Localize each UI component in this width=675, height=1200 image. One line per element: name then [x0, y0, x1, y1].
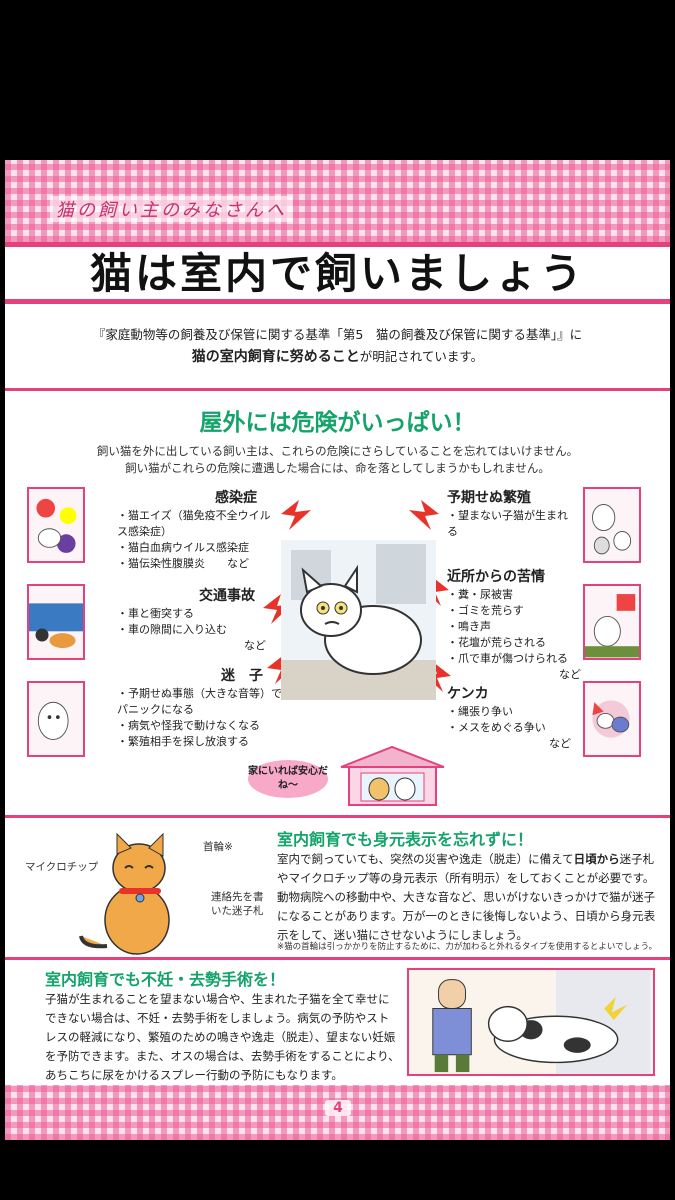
hazard-item: ゴミを荒らす	[447, 603, 587, 619]
identification-body-pre: 室内で飼っていても、突然の災害や逸走（脱走）に備えて	[277, 852, 574, 866]
identification-body: 室内で飼っていても、突然の災害や逸走（脱走）に備えて日頃から迷子札やマイクロチッ…	[277, 850, 659, 945]
breeding-illustration	[583, 487, 641, 563]
hazard-complaints: 近所からの苦情 糞・尿被害 ゴミを荒らす 鳴き声 花壇が荒らされる 爪で車が傷つ…	[447, 569, 587, 683]
hazard-item: 縄張り争い	[447, 704, 577, 720]
section-divider	[5, 388, 670, 391]
intro-line2: 猫の室内飼育に努めることが明記されています。	[5, 346, 670, 368]
hazard-item: 猫伝染性腹膜炎 など	[117, 556, 277, 572]
pamphlet-page: 猫の飼い主のみなさんへ 猫は室内で飼いましょう 『家庭動物等の飼養及び保管に関す…	[5, 160, 670, 1140]
hazard-item: 猫エイズ（猫免疫不全ウイルス感染症）	[117, 508, 277, 540]
hazard-etc: など	[244, 639, 266, 652]
section-divider	[5, 957, 670, 960]
hazard-item: 病気や怪我で動けなくなる	[117, 718, 282, 734]
hazard-item: 花壇が荒らされる	[447, 635, 587, 651]
frightened-cat-illustration	[281, 540, 436, 700]
neuter-body: 子猫が生まれることを望まない場合や、生まれた子猫を全て幸せにできない場合は、不妊…	[45, 992, 400, 1082]
label-name-tag: 連絡先を書いた迷子札	[211, 891, 264, 917]
hazard-title: 感染症	[215, 490, 257, 506]
hazard-item: 爪で車が傷つけられる	[447, 651, 587, 667]
lightning-bolt-icon	[421, 662, 451, 692]
identification-body-post: 迷子札やマイクロチップ等の身元表示（所有明示）をしておくことが必要です。動物病院…	[277, 852, 656, 942]
title-bar: 猫は室内で飼いましょう	[5, 242, 670, 304]
intro-line2-rest: が明記されています。	[359, 349, 484, 364]
lightning-bolt-icon	[263, 594, 293, 624]
page-title: 猫は室内で飼いましょう	[89, 249, 585, 298]
hazard-title: ケンカ	[447, 686, 489, 702]
page-number: 4	[325, 1100, 351, 1116]
lost-cat-illustration	[27, 681, 85, 757]
danger-note-2: 飼い猫がこれらの危険に遭遇した場合には、命を落としてしまうかもしれません。	[125, 461, 550, 475]
hazard-title: 迷 子	[221, 668, 263, 684]
gingham-header-band	[5, 160, 670, 242]
cat-with-collar-illustration	[79, 832, 170, 955]
hazard-lost: 迷 子 予期せぬ事態（大きな音等）でパニックになる 病気や怪我で動けなくなる 繁…	[117, 668, 282, 750]
hazard-title: 近所からの苦情	[447, 569, 545, 585]
hazard-etc: など	[559, 668, 581, 681]
intro-text: 『家庭動物等の飼養及び保管に関する基準「第5 猫の飼養及び保管に関する基準」』に…	[5, 324, 670, 368]
hazard-title: 予期せぬ繁殖	[447, 490, 531, 506]
hazard-item: 鳴き声	[447, 619, 587, 635]
hazard-item: メスをめぐる争い	[447, 720, 577, 736]
hazard-fight: ケンカ 縄張り争い メスをめぐる争い など	[447, 686, 577, 752]
hazard-item: 車の隙間に入り込む	[117, 622, 272, 638]
infection-illustration	[27, 487, 85, 563]
intro-emphasis: 猫の室内飼育に努めること	[191, 349, 360, 365]
lightning-bolt-icon	[409, 500, 439, 530]
hazard-etc: など	[549, 737, 571, 750]
danger-note: 飼い猫を外に出している飼い主は、これらの危険にさらしていることを忘れてはいけませ…	[5, 443, 670, 477]
section-divider	[5, 815, 670, 818]
hazard-breeding: 予期せぬ繁殖 望まない子猫が生まれる	[447, 490, 577, 540]
identification-heading: 室内飼育でも身元表示を忘れずに！	[277, 830, 534, 849]
hazard-infection: 感染症 猫エイズ（猫免疫不全ウイルス感染症） 猫白血病ウイルス感染症 猫伝染性腹…	[117, 490, 277, 572]
intro-line1: 『家庭動物等の飼養及び保管に関する基準「第5 猫の飼養及び保管に関する基準」』に	[92, 327, 583, 342]
complaints-illustration	[583, 584, 641, 660]
identification-body-bold: 日頃から	[573, 852, 620, 866]
traffic-illustration	[27, 584, 85, 660]
neuter-heading: 室内飼育でも不妊・去勢手術を！	[45, 970, 286, 989]
hazard-item: 望まない子猫が生まれる	[447, 508, 577, 540]
fight-illustration	[583, 681, 641, 757]
danger-heading: 屋外には危険がいっぱい！	[199, 410, 476, 436]
page-subtitle: 猫の飼い主のみなさんへ	[50, 196, 293, 222]
hazard-traffic: 交通事故 車と衝突する 車の隙間に入り込む など	[117, 588, 272, 654]
hazard-item: 繁殖相手を探し放浪する	[117, 734, 282, 750]
spraying-cat-illustration	[407, 968, 655, 1076]
label-collar: 首輪※	[203, 841, 233, 853]
hazard-item: 猫白血病ウイルス感染症	[117, 540, 277, 556]
cats-in-house-illustration	[340, 745, 445, 806]
speech-bubble: 家にいれば安心だね〜	[248, 760, 328, 798]
hazard-item: 予期せぬ事態（大きな音等）でパニックになる	[117, 686, 282, 718]
danger-note-1: 飼い猫を外に出している飼い主は、これらの危険にさらしていることを忘れてはいけませ…	[96, 444, 579, 458]
lightning-bolt-icon	[281, 500, 311, 530]
hazard-title: 交通事故	[199, 588, 255, 604]
hazard-item: 車と衝突する	[117, 606, 272, 622]
identification-footnote: ※猫の首輪は引っかかりを防止するために、力が加わると外れるタイプを使用するとよい…	[277, 942, 658, 952]
hazard-item: 糞・尿被害	[447, 587, 587, 603]
label-microchip: マイクロチップ	[25, 861, 99, 873]
